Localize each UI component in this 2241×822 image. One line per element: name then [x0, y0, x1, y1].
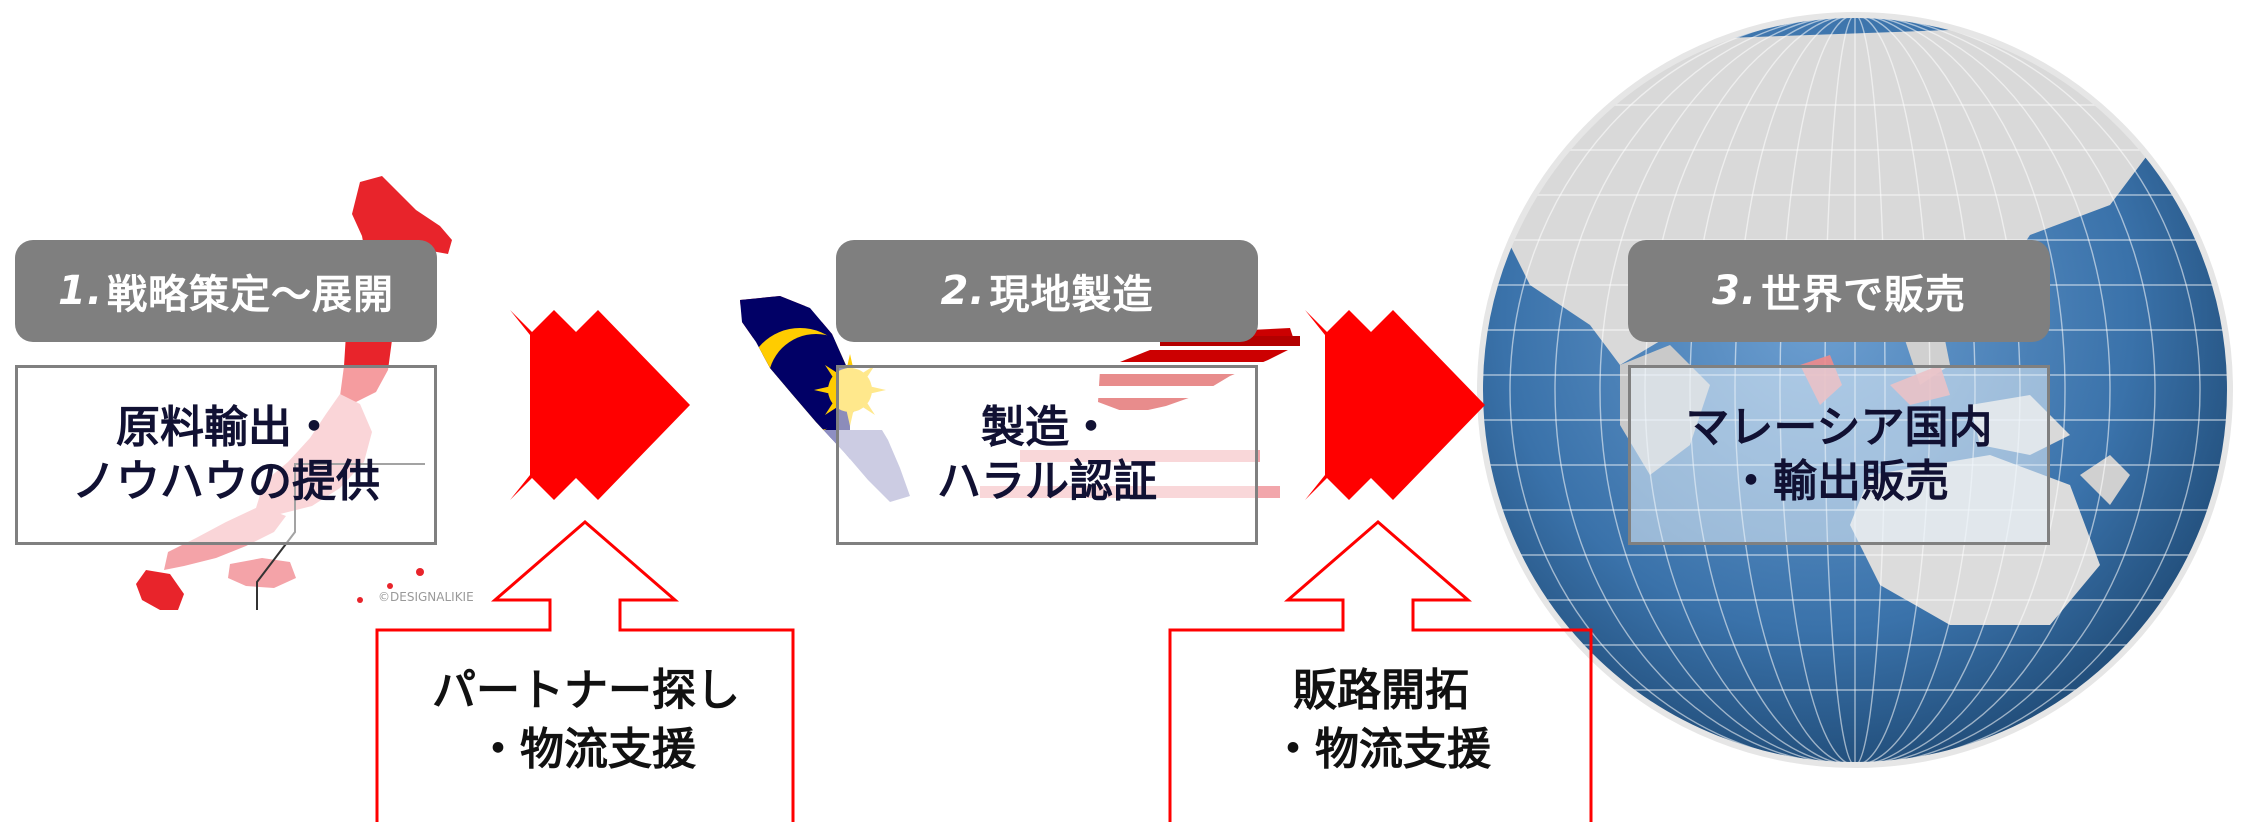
process-arrow-2: [1305, 310, 1485, 500]
step-1-body-line1: 原料輸出・: [116, 402, 336, 454]
step-1-body: 原料輸出・ ノウハウの提供: [15, 365, 437, 545]
step-2-body-line2: ハラル認証: [937, 456, 1157, 507]
support-1-line1: パートナー探し: [432, 664, 740, 716]
step-3-number: 3.: [1711, 268, 1758, 314]
support-2-text: 販路開拓 ・物流支援: [1173, 640, 1589, 800]
step-2-number: 2.: [940, 268, 986, 314]
step-3-header: 3. 世界で販売: [1628, 240, 2050, 342]
step-2-header: 2. 現地製造: [836, 240, 1258, 342]
support-1-line2: ・物流支援: [476, 724, 696, 775]
support-2-line2: ・物流支援: [1271, 724, 1491, 775]
support-1-text: パートナー探し ・物流支援: [380, 640, 792, 800]
process-arrow-1: [510, 310, 690, 500]
step-3-body-line2: ・輸出販売: [1729, 456, 1949, 507]
support-2-line1: 販路開拓: [1293, 664, 1469, 716]
step-2-title: 現地製造: [989, 272, 1154, 318]
image-credit: ©DESIGNALIKIE: [378, 590, 474, 604]
step-2-body-line1: 製造・: [981, 402, 1113, 454]
step-1-header: 1. 戦略策定～展開: [15, 240, 437, 342]
step-1-body-line2: ノウハウの提供: [72, 456, 380, 507]
support-arrow-2: [1168, 520, 1593, 822]
step-3-body: マレーシア国内 ・輸出販売: [1628, 365, 2050, 545]
step-1-number: 1.: [57, 268, 104, 314]
step-2-body: 製造・ ハラル認証: [836, 365, 1258, 545]
support-arrow-1: [375, 520, 795, 822]
step-3-body-line1: マレーシア国内: [1685, 402, 1993, 454]
step-1-title: 戦略策定～展開: [107, 272, 395, 318]
step-3-title: 世界で販売: [1761, 272, 1967, 318]
